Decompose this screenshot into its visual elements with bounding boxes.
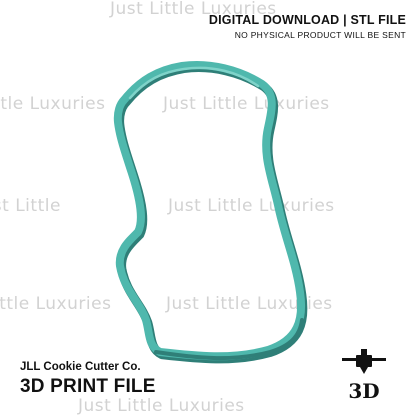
header-title: DIGITAL DOWNLOAD | STL FILE [208,13,406,27]
printer-3d-label: 3D [348,379,379,403]
printer-head [356,355,372,367]
header: DIGITAL DOWNLOAD | STL FILE NO PHYSICAL … [209,13,406,41]
printer-nozzle [360,367,368,374]
3d-printer-icon: 3D [342,349,386,403]
file-type-label: 3D PRINT FILE [20,376,156,397]
cookie-cutter-base-rim [154,318,304,361]
header-subtitle: NO PHYSICAL PRODUCT WILL BE SENT [234,30,406,40]
cookie-cutter-highlight [128,66,260,100]
company-name: JLL Cookie Cutter Co. [20,361,141,373]
footer: JLL Cookie Cutter Co. 3D PRINT FILE [20,360,156,398]
printer-feed [361,349,367,358]
cookie-cutter-outline [113,60,306,361]
